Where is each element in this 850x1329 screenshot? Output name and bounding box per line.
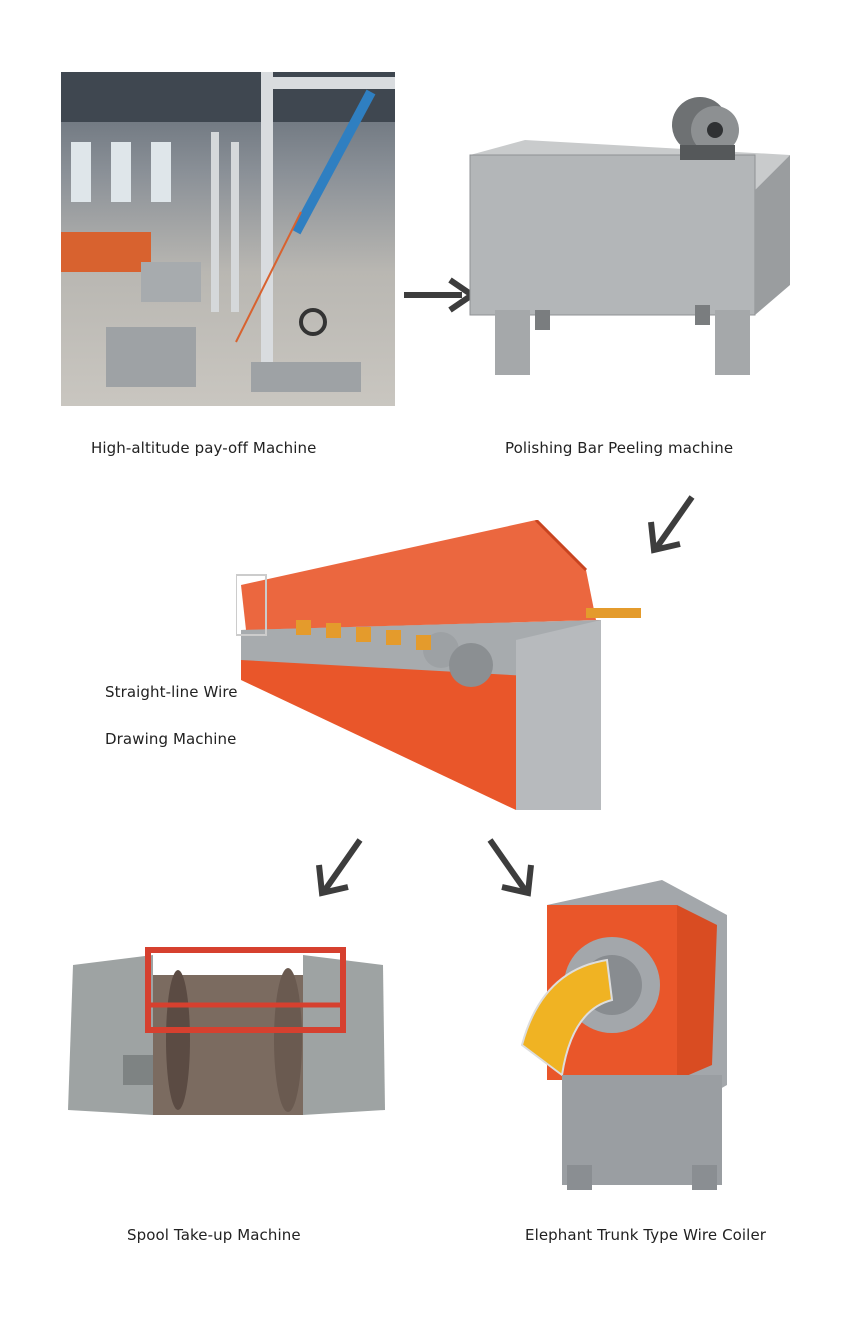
elephant-trunk-coiler-label: Elephant Trunk Type Wire Coiler <box>525 1226 767 1244</box>
wire-drawing-machine-photo <box>236 520 641 810</box>
spool-takeup-label: Spool Take-up Machine <box>127 1226 301 1244</box>
payoff-machine-photo <box>61 72 395 406</box>
arrow-down-left-icon <box>316 838 363 897</box>
spool-takeup-machine-photo <box>68 947 385 1115</box>
wire-drawing-label-line1: Straight-line Wire <box>105 683 238 701</box>
wire-drawing-label-line2: Drawing Machine <box>105 730 237 748</box>
peeling-machine-photo <box>469 97 790 375</box>
elephant-trunk-coiler-photo <box>520 880 727 1190</box>
payoff-machine-label: High-altitude pay-off Machine <box>91 439 317 457</box>
arrow-down-left-icon <box>648 495 695 554</box>
peeling-machine-label: Polishing Bar Peeling machine <box>505 439 734 457</box>
payoff-machine-illustration <box>61 72 395 392</box>
arrow-down-right-icon <box>487 838 534 897</box>
